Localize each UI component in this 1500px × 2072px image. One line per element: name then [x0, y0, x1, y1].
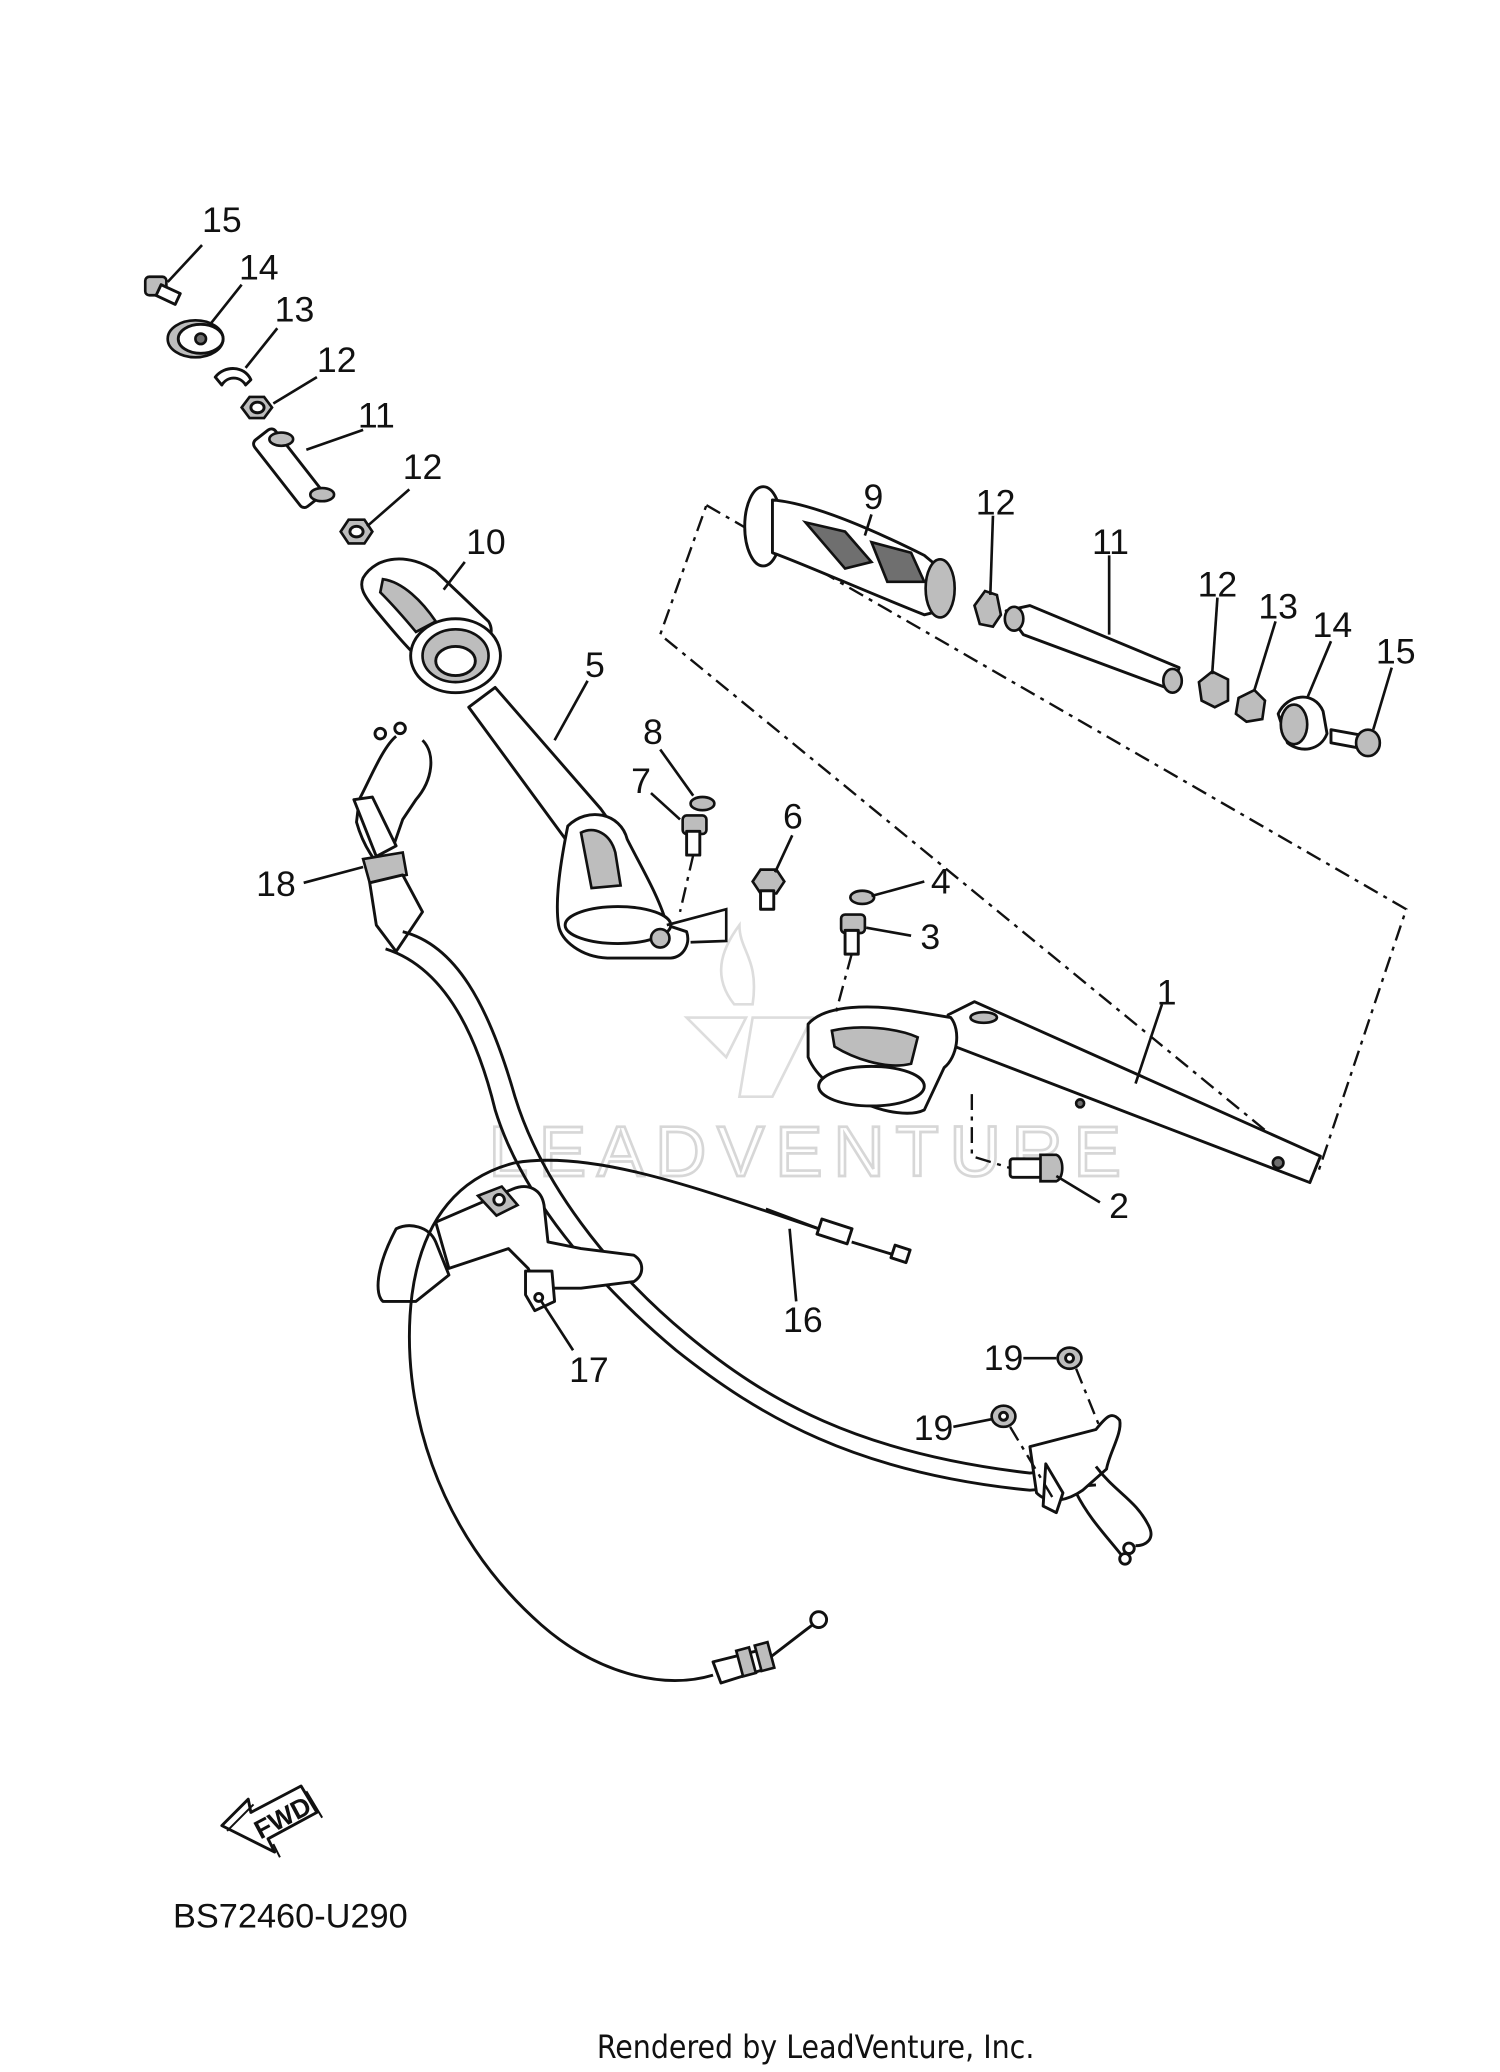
callout-15-left: 15 — [202, 200, 242, 240]
callout-5: 5 — [585, 645, 605, 685]
callout-19-lower: 19 — [914, 1408, 954, 1448]
watermark-text: LEADVENTURE — [489, 1112, 1132, 1192]
callout-12-left-a: 12 — [317, 340, 357, 380]
callout-6: 6 — [783, 797, 803, 837]
callouts: 15 14 13 12 11 12 10 5 8 7 6 18 9 12 11 … — [202, 200, 1416, 1448]
bar-end-weight-14-right — [1276, 695, 1329, 751]
leader-6-joint — [666, 907, 728, 944]
right-grip-group — [743, 485, 1382, 758]
callout-1: 1 — [1157, 972, 1177, 1012]
shaft-11-left — [252, 427, 336, 509]
screw-15-left — [143, 275, 182, 306]
bolt-19-upper — [1056, 1346, 1083, 1371]
bolt-7 — [681, 814, 708, 857]
throttle-grip-10 — [360, 557, 502, 695]
callout-10: 10 — [466, 522, 506, 562]
switch-cable-18 — [352, 721, 433, 953]
callout-11-right: 11 — [1092, 522, 1129, 562]
callout-17: 17 — [569, 1350, 609, 1390]
grip-9-right — [743, 485, 956, 619]
throttle-cable-16 — [765, 1207, 912, 1265]
watermark: LEADVENTURE — [487, 921, 1132, 1193]
washer-8 — [689, 795, 716, 812]
washer-4 — [849, 889, 876, 906]
bolt-2 — [1008, 1153, 1064, 1183]
fwd-arrow-icon — [220, 1784, 319, 1854]
handlebar-1-right — [806, 1000, 1322, 1185]
dash-bolt-19-upper-axis — [1075, 1368, 1100, 1425]
callout-8: 8 — [643, 712, 663, 752]
nut-12-left-b — [339, 518, 374, 545]
callout-19-upper: 19 — [984, 1338, 1024, 1378]
callout-2: 2 — [1109, 1186, 1129, 1226]
shaft-11-right — [1003, 604, 1184, 695]
upper-cable-connector — [514, 1158, 820, 1231]
callout-7: 7 — [631, 761, 651, 801]
dash-bolt-3-axis — [833, 953, 853, 1018]
leader-lines — [166, 244, 1393, 1429]
bolt-3 — [839, 913, 867, 956]
callout-12-right-b: 12 — [1198, 564, 1238, 604]
footer-credit: Rendered by LeadVenture, Inc. — [597, 2030, 1035, 2066]
diagram-code: BS72460-U290 — [173, 1897, 408, 1935]
callout-15-right: 15 — [1376, 632, 1416, 672]
callout-13-right: 13 — [1258, 587, 1298, 627]
handlebar-5-left — [467, 685, 690, 960]
clip-13-left — [213, 367, 253, 387]
nut-12-right-a — [973, 589, 1003, 629]
callout-12-left-b: 12 — [403, 447, 443, 487]
callout-3: 3 — [920, 917, 940, 957]
callout-16: 16 — [783, 1300, 823, 1340]
nut-12-left-a — [239, 395, 274, 420]
nut-6 — [751, 868, 786, 911]
nut-12-right-b — [1197, 670, 1230, 709]
lower-cable-loop — [408, 1161, 714, 1682]
dash-bolt-19-lower-axis — [1009, 1426, 1055, 1501]
callout-4: 4 — [931, 861, 951, 901]
fwd-arrow: FWD — [220, 1784, 324, 1858]
bar-end-weight-14-left — [166, 319, 225, 359]
cable-bracket-lower-right — [1028, 1414, 1153, 1566]
callout-12-right-a: 12 — [976, 482, 1016, 522]
screw-15-right — [1329, 728, 1382, 758]
left-grip-assembly — [143, 275, 502, 695]
clip-13-right — [1234, 688, 1267, 724]
cable-guide-17 — [376, 1184, 644, 1313]
callout-14-left: 14 — [239, 247, 279, 287]
callout-18: 18 — [256, 864, 296, 904]
bolt-19-lower — [990, 1404, 1017, 1429]
dash-bolt-7-axis — [678, 854, 695, 913]
dash-bolt-2-axis — [970, 1094, 1011, 1170]
watermark-logo — [683, 1016, 815, 1099]
callout-11-left: 11 — [358, 395, 395, 435]
callout-14-right: 14 — [1313, 605, 1353, 645]
callout-9: 9 — [864, 477, 884, 517]
callout-13-left: 13 — [275, 290, 315, 330]
right-grip-group-frame — [658, 503, 1408, 1176]
watermark-flame-icon — [719, 921, 756, 1006]
cable-adjuster-lower — [711, 1610, 829, 1685]
